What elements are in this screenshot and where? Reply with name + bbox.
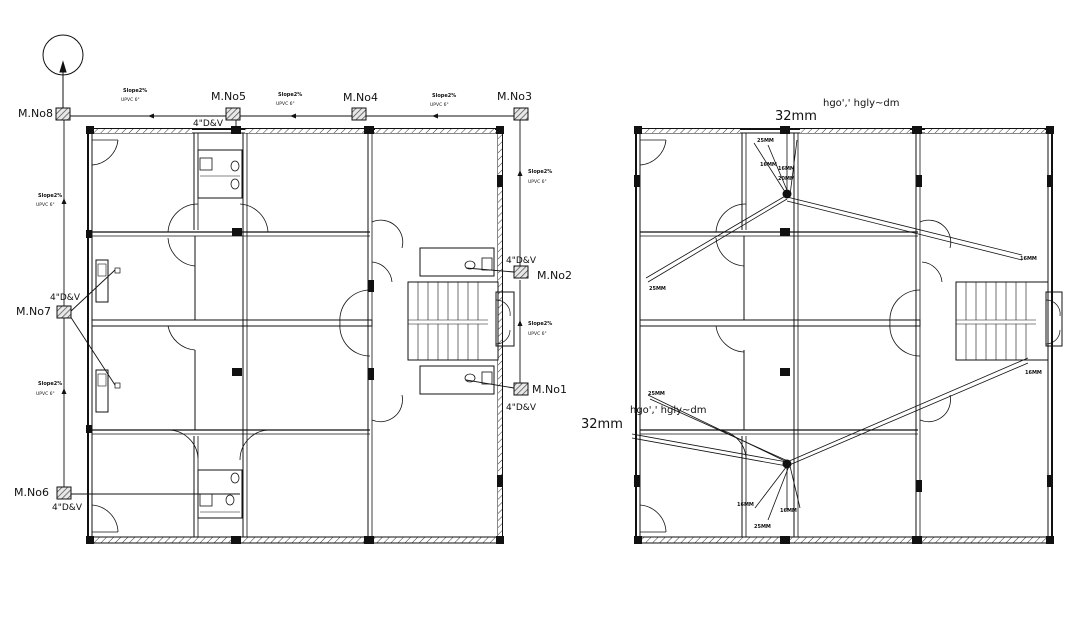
pipe-size-label: 25MM: [648, 391, 665, 397]
manhole-2: [513, 265, 529, 279]
manhole-5-label: M.No5: [211, 90, 246, 103]
slope-note: Slope2%: [278, 92, 302, 98]
manhole-1: [513, 382, 529, 396]
pipe-size-label: 20MM: [778, 176, 795, 182]
right-plan-labels: 32mm hgo',' hgly~dm 32mm hgo',' hgly~dm …: [581, 98, 1042, 530]
pipe-size-label: 25MM: [649, 286, 666, 292]
slope-note-pipe: UPVC 6": [36, 391, 55, 397]
slope-note-pipe: UPVC 6": [121, 97, 140, 103]
toilet-top: [197, 149, 243, 199]
left-staircase: [407, 281, 499, 361]
dv-label-left-lower: 4"D&V: [52, 503, 83, 513]
left-building-outline: [87, 128, 503, 542]
pipe-size-label: 25MM: [754, 524, 771, 530]
dv-label-right-lower: 4"D&V: [506, 403, 537, 413]
right-plan: [631, 126, 1063, 544]
manhole-4-label: M.No4: [343, 91, 378, 104]
manhole-2-label: M.No2: [537, 269, 572, 282]
pipe-size-left: 32mm: [581, 417, 623, 432]
slope-note-pipe: UPVC 6": [528, 179, 547, 185]
slope-note-pipe: UPVC 6": [430, 102, 449, 108]
pipe-size-label: 16MM: [1020, 256, 1037, 262]
manhole-6: [56, 486, 72, 500]
pipe-size-label: 16MM: [780, 508, 797, 514]
manhole-3: [513, 107, 529, 121]
pipe-size-top: 32mm: [775, 109, 817, 124]
left-plan: [42, 34, 529, 544]
slope-note-pipe: UPVC 6": [36, 202, 55, 208]
manhole-7-label: M.No7: [16, 305, 51, 318]
manhole-8-label: M.No8: [18, 107, 53, 120]
pipe-note-top: hgo',' hgly~dm: [823, 98, 900, 109]
slope-note-pipe: UPVC 6": [528, 331, 547, 337]
pipe-size-label: 16MM: [737, 502, 754, 508]
pipe-size-label: 16MM: [1025, 370, 1042, 376]
right-building-outline: [635, 128, 1053, 542]
manhole-8: [55, 107, 71, 121]
pipe-size-label: 16MM: [760, 162, 777, 168]
dv-label-left-middle: 4"D&V: [50, 293, 81, 303]
slope-note: Slope2%: [528, 169, 552, 175]
pipe-size-label: 16MM: [778, 166, 795, 172]
manhole-4: [351, 107, 367, 121]
manhole-3-label: M.No3: [497, 90, 532, 103]
dv-label-top: 4"D&V: [193, 119, 224, 129]
pipe-note-left: hgo',' hgly~dm: [630, 405, 707, 416]
pipe-size-label: 25MM: [757, 138, 774, 144]
manhole-7: [56, 305, 72, 319]
manhole-6-label: M.No6: [14, 486, 49, 499]
slope-note: Slope2%: [38, 381, 62, 387]
slope-note-pipe: UPVC 6": [276, 101, 295, 107]
left-plan-labels: M.No8 M.No5 M.No4 M.No3 M.No2 M.No1 M.No…: [14, 88, 572, 513]
slope-note: Slope2%: [528, 321, 552, 327]
slope-note: Slope2%: [123, 88, 147, 94]
slope-note: Slope2%: [38, 193, 62, 199]
right-staircase: [955, 281, 1049, 361]
manhole-5: [225, 107, 241, 121]
slope-note: Slope2%: [432, 93, 456, 99]
dv-label-right-upper: 4"D&V: [506, 256, 537, 266]
manhole-1-label: M.No1: [532, 383, 567, 396]
